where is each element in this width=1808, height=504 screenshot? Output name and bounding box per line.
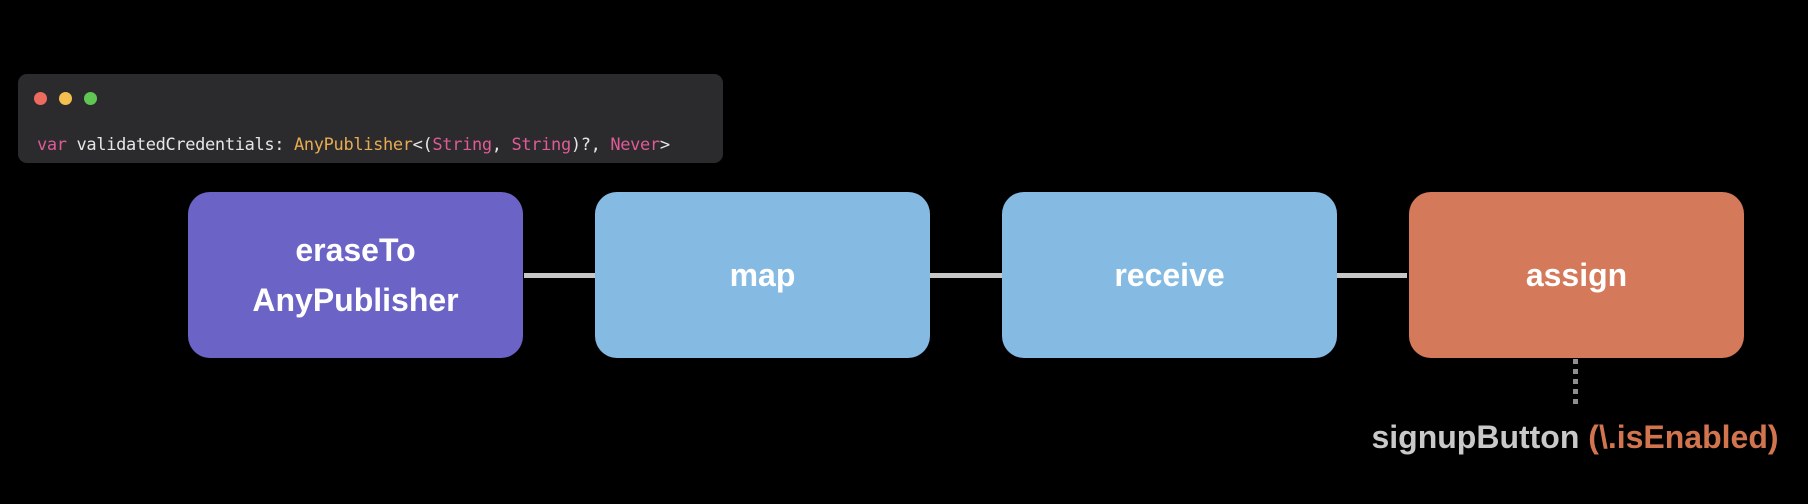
operator-label: eraseTo [295,232,416,268]
close-window-dot [34,92,47,105]
code-token: > [659,135,670,155]
code-token: validatedCredentials: [66,135,295,155]
zoom-window-dot [84,92,97,105]
code-token: Never [610,135,660,155]
assign-target-dotted-line [1573,359,1578,409]
code-token: String [511,135,572,155]
pipeline-connector-line [524,273,1407,278]
code-token: var [37,135,67,155]
code-token: String [432,135,492,155]
operator-box-assign: assign [1409,192,1744,358]
operator-box-receive: receive [1002,192,1337,358]
code-declaration-line: var validatedCredentials: AnyPublisher<(… [37,135,670,155]
operator-box-map: map [595,192,930,358]
code-token: <( [412,135,433,155]
operator-label: map [729,257,796,293]
minimize-window-dot [59,92,72,105]
operator-label: receive [1114,257,1225,293]
assign-target-label: signupButton (\.isEnabled) [1371,419,1778,455]
code-token: , [491,135,512,155]
assign-target-keypath: (\.isEnabled) [1588,419,1779,455]
assign-target-object-name: signupButton [1371,419,1589,455]
code-token: AnyPublisher [294,135,413,155]
operator-label: AnyPublisher [252,282,459,318]
window-controls [34,92,97,105]
operator-label: assign [1525,257,1628,293]
code-token: )?, [570,135,611,155]
code-snippet-window: var validatedCredentials: AnyPublisher<(… [18,74,723,163]
